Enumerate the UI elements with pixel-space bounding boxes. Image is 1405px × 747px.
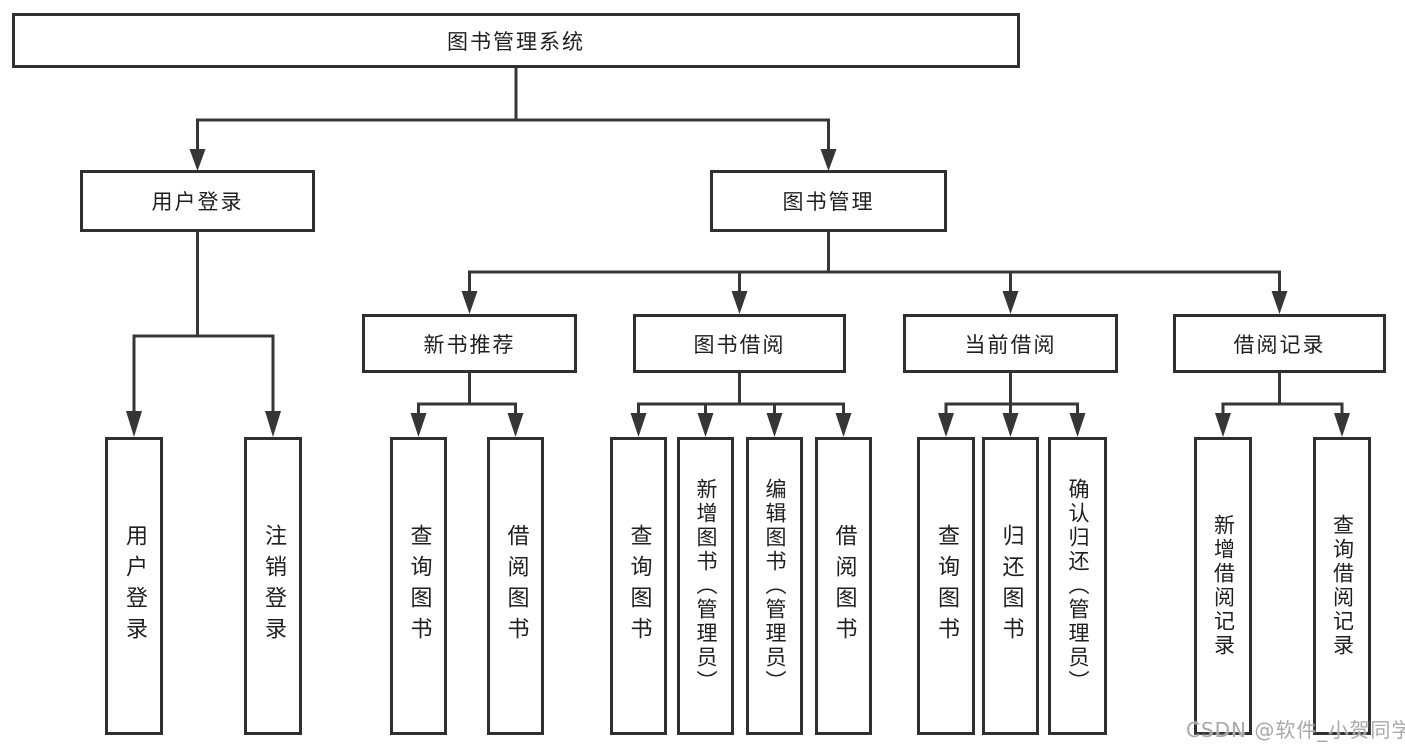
csdn-watermark: CSDN @软件_小贺同学 (1186, 718, 1405, 742)
leaf-query-books-1-label: 查询图书 (406, 524, 432, 648)
connector-currentborrow-to-leaves (944, 371, 1079, 416)
leaf-query-books-1: 查询图书 (390, 437, 447, 735)
node-root: 图书管理系统 (12, 13, 1020, 68)
leaf-logout: 注销登录 (244, 437, 302, 735)
leaf-add-book-admin-label: 新增图书（管理员） (694, 478, 718, 694)
leaf-user-login: 用户登录 (105, 437, 163, 735)
leaf-confirm-return-admin: 确认归还（管理员） (1048, 437, 1107, 735)
leaf-edit-book-admin-label: 编辑图书（管理员） (763, 478, 787, 694)
leaf-return-books-label: 归还图书 (998, 524, 1024, 648)
node-book-borrow: 图书借阅 (633, 314, 846, 373)
leaf-add-book-admin: 新增图书（管理员） (677, 437, 734, 735)
leaf-query-books-3: 查询图书 (917, 437, 975, 735)
leaf-confirm-return-admin-label: 确认归还（管理员） (1066, 478, 1090, 694)
node-borrow-record-label: 借阅记录 (1233, 332, 1326, 357)
connector-bookmgmt-to-level3 (468, 230, 1281, 294)
node-current-borrow: 当前借阅 (903, 314, 1118, 373)
leaf-user-login-label: 用户登录 (122, 524, 147, 648)
connector-root-to-level2 (196, 64, 830, 152)
leaf-borrow-books-1-label: 借阅图书 (503, 524, 529, 648)
connector-userlogin-to-leaves (132, 230, 275, 414)
connector-borrowrecord-to-leaves (1221, 371, 1344, 416)
leaf-logout-label: 注销登录 (261, 524, 286, 648)
leaf-add-borrow-record: 新增借阅记录 (1194, 437, 1252, 735)
leaf-query-books-3-label: 查询图书 (934, 524, 959, 648)
node-user-login: 用户登录 (80, 170, 315, 232)
leaf-borrow-books-1: 借阅图书 (487, 437, 544, 735)
leaf-borrow-books-2-label: 借阅图书 (831, 524, 857, 648)
leaf-edit-book-admin: 编辑图书（管理员） (746, 437, 803, 735)
node-book-management: 图书管理 (710, 170, 947, 232)
node-user-login-label: 用户登录 (151, 190, 244, 214)
leaf-add-borrow-record-label: 新增借阅记录 (1211, 514, 1236, 658)
node-current-borrow-label: 当前借阅 (964, 332, 1057, 357)
leaf-query-borrow-record: 查询借阅记录 (1313, 437, 1371, 735)
leaf-borrow-books-2: 借阅图书 (815, 437, 872, 735)
connector-bookborrow-to-leaves (637, 371, 845, 416)
node-new-book-recommend: 新书推荐 (362, 314, 577, 373)
node-new-book-recommend-label: 新书推荐 (423, 332, 516, 357)
node-borrow-record: 借阅记录 (1173, 314, 1386, 373)
node-book-management-label: 图书管理 (782, 190, 875, 214)
leaf-query-books-2-label: 查询图书 (626, 524, 652, 648)
leaf-query-books-2: 查询图书 (610, 437, 667, 735)
node-root-label: 图书管理系统 (447, 29, 585, 54)
leaf-query-borrow-record-label: 查询借阅记录 (1330, 514, 1355, 658)
leaf-return-books: 归还图书 (982, 437, 1039, 735)
node-book-borrow-label: 图书借阅 (693, 332, 786, 357)
connector-newbookrec-to-leaves (417, 371, 517, 416)
